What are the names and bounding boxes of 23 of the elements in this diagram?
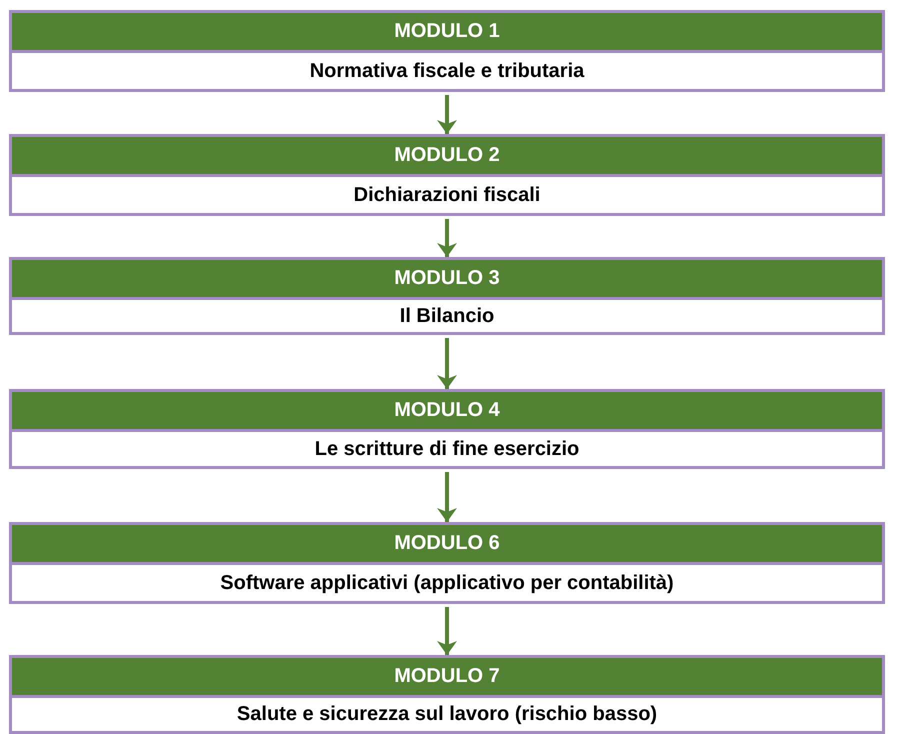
arrow (437, 219, 457, 257)
module-box (9, 257, 885, 335)
module-header: MODULO 1 (12, 13, 882, 53)
module-box (9, 522, 885, 604)
module-box (9, 655, 885, 734)
module-title: Il Bilancio (398, 304, 496, 328)
module-header: MODULO 7 (12, 658, 882, 698)
module-box (9, 10, 885, 92)
module-title: Dichiarazioni fiscali (352, 182, 542, 208)
module-title: Le scritture di fine esercizio (314, 436, 580, 462)
module-header: MODULO 3 (12, 260, 882, 300)
module-header: MODULO 6 (12, 525, 882, 565)
arrow (437, 95, 457, 134)
module-header: MODULO 2 (12, 137, 882, 177)
module-title: Normativa fiscale e tributaria (308, 58, 586, 84)
module-title: Salute e sicurezza sul lavoro (rischio basso) (236, 702, 658, 727)
arrow (437, 607, 457, 655)
module-header: MODULO 4 (12, 392, 882, 432)
arrow (437, 472, 457, 522)
module-box (9, 389, 885, 469)
module-title: Software applicativi (applicativo per contabilità) (219, 570, 675, 596)
arrow (437, 338, 457, 389)
module-box (9, 134, 885, 216)
